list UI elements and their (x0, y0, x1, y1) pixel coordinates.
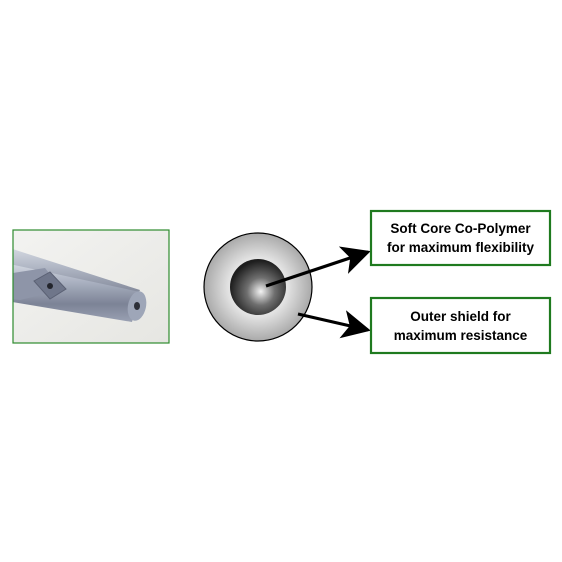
shield-arrow (297, 310, 371, 339)
shield-callout: Outer shield for maximum resistance (369, 296, 552, 355)
core-callout-box (369, 209, 552, 267)
core-callout: Soft Core Co-Polymer for maximum flexibi… (369, 209, 552, 267)
shield-callout-box (369, 296, 552, 355)
shield-callout-line1: Outer shield for (410, 309, 511, 324)
core-arrow (265, 246, 371, 288)
core-callout-line2: for maximum flexibility (387, 240, 535, 255)
tubing-photo (12, 229, 170, 344)
soft-core-circle (230, 259, 286, 315)
photo-frame (12, 229, 170, 344)
core-callout-line1: Soft Core Co-Polymer (390, 221, 531, 236)
shield-callout-line2: maximum resistance (394, 328, 528, 343)
